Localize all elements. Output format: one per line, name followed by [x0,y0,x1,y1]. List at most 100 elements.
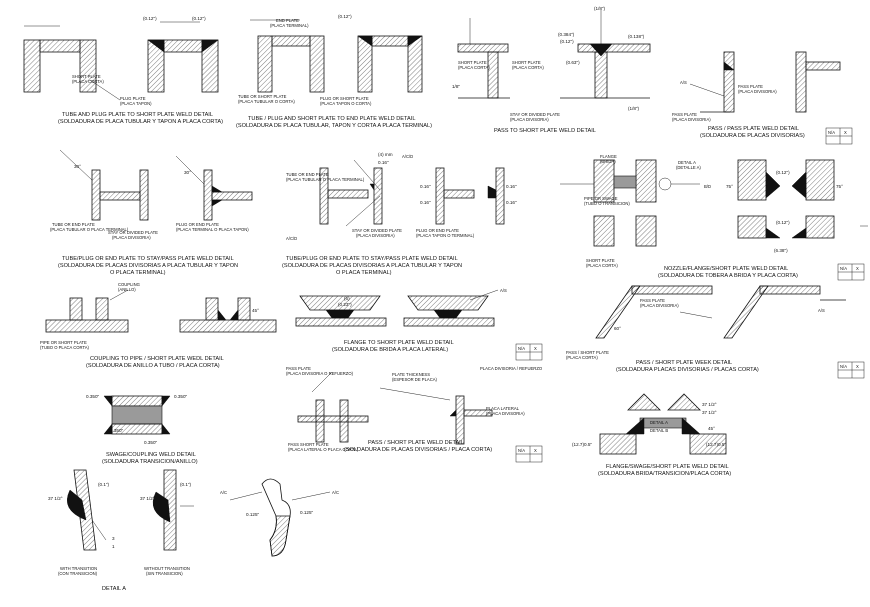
detail-pass-pass: A/S PASS PLATE (PLACA DIVISORIA) PASS PL… [672,51,841,139]
callout: A/S [680,80,687,85]
dim-label: (0.138") [628,34,645,39]
dim-label: (0.12") [776,220,790,225]
dim-label: 1/8" [452,84,460,89]
label: (PLACA DIVISORIA) [672,117,711,122]
label: PLACA DIVISORIA / REFUERZO [480,366,543,371]
dim-label: (6) [344,296,350,301]
detail-subtitle: O PLACA TERMINAL) [110,270,166,276]
label: PLUG OR END PLATE [416,228,459,233]
label: (PLACA DIVISORIA) [640,303,679,308]
label: (PLACA TUBULAR O CORTA) [238,99,295,104]
label: TUBE OR END PLATE [52,222,95,227]
callout: B/D [704,184,711,189]
detail-coupling: COUPLING (ANILLO) 45° PIPE OR SHORT PLAT… [40,282,277,369]
dim-label: 0.125" [246,512,259,517]
callout: A/C [332,490,339,495]
label: TUBE OR END PLATE [286,172,329,177]
detail-pass-short-weld: PASS PLATE (PLACA DIVISORIA O REFUERZO) … [286,366,543,453]
callout: A/C [220,490,227,495]
label: (PLACA LATERAL O PLACA CORTA) [288,447,359,452]
label: SHORT PLATE [458,60,487,65]
callout: A/C/D [286,236,297,241]
dim-label: 0.350" [174,394,187,399]
detail-tube-stay: (4) mm 0.16" 0.16" 0.16" 0.16" 0.16" A/C… [282,152,517,276]
detail-title: TUBE AND PLUG PLATE TO SHORT PLATE WELD … [62,112,213,118]
label: PIPE OR SWAGE [584,196,618,201]
dim-label: 0.16" [420,200,431,205]
detail-subtitle: (SOLDADURA DE PLACA TUBULAR Y TAPON A PL… [58,119,223,125]
detail-subtitle: (SOLDADURA BRIDA/TRANSICION/PLACA CORTA) [598,471,731,477]
label: (PLACA DIVISORIA O REFUERZO) [286,371,354,376]
detail-title: SWAGE/COUPLING WELD DETAIL [106,452,196,458]
detail-title: TUBE / PLUG AND SHORT PLATE TO END PLATE… [248,116,415,122]
label: (PLACA TAPON O TERMINAL) [416,233,475,238]
detail-tube-plug-short: (0.12") (0.12") SHORT PLATE (PLACA CORTA… [23,16,223,125]
revision-code: N/A [840,266,847,271]
label: PASS / SHORT PLATE [566,350,609,355]
detail-subtitle: (SOLDADURA PLACAS DIVISORIAS / PLACAS CO… [616,367,759,373]
revision-code: N/A [840,364,847,369]
label: (ESPESOR DE PLACA) [392,377,438,382]
label: (SIN TRANSICION) [146,571,183,576]
dim-label: 0.16" [378,160,389,165]
label: PLUG OR SHORT PLATE [320,96,369,101]
label: (PLACA CORTA) [72,79,104,84]
label: SHORT PLATE [72,74,101,79]
label: (PLACA CORTA) [458,65,490,70]
detail-title: TUBE/PLUG OR END PLATE TO STAY/PASS PLAT… [62,256,234,262]
dim-label: (1/8") [594,6,606,11]
dim-label: (12.7)0.5" [572,442,592,447]
label: SHORT PLATE [586,258,615,263]
detail-title: DETAIL A [102,586,126,592]
angle-label: 30° [184,170,191,175]
revision-tag: N/A X [515,445,543,463]
label: (PLACA CORTA) [512,65,544,70]
revision-tag: N/A X [515,343,543,361]
callout: A/S [500,288,507,293]
label: TUBE OR SHORT PLATE [238,94,287,99]
angle-label: 30° [74,164,81,169]
detail-subtitle: (SOLDADURA DE ANILLO A TUBO / PLACA CORT… [86,363,220,369]
detail-title: PASS / SHORT PLATE WEEK DETAIL [636,360,732,366]
dim-label: 0.350" [144,440,157,445]
label: WITHOUT TRANSITION [144,566,190,571]
label: STAY OR DIVIDED PLATE [108,230,158,235]
label: STAY OR DIVIDED PLATE [510,112,560,117]
dim-label: (1/8") [628,106,640,111]
angle-label: 45° [708,426,715,431]
detail-subtitle: (SOLDADURA DE PLACAS DIVISORIAS) [700,133,805,139]
dim-label: (0.12") [192,16,206,21]
callout: A/C/D [402,154,413,159]
angle-label: 75° [726,184,733,189]
revision-code: N/A [518,448,525,453]
label: COUPLING [118,282,140,287]
revision-tag: N/A X [837,263,865,281]
callout: A/S [818,308,825,313]
dim-label: 0.16" [506,184,517,189]
detail-flange-swage: DETAIL A DETAIL B 37 1/2° 37 1/2° 45° (1… [572,393,731,477]
label: (PLACA DIVISORIA) [486,411,525,416]
label: (PLACA TAPON) [120,101,152,106]
revision-tag: N/A X [837,361,865,379]
revision-mark: X [534,346,537,351]
label: DETAIL A [650,420,668,425]
revision-code: N/A [828,130,835,135]
angle-label: 37 1/2° [702,410,717,415]
angle-label: 45° [252,308,259,313]
label: (PLACA DIVISORIA) [738,89,777,94]
detail-nozzle: FLANGE (BRIDA) DETAIL A (DETALLE A) PIPE… [560,154,843,279]
detail-pass-short-week: PASS PLATE (PLACA DIVISORIA) 60° A/S PAS… [566,285,846,373]
label: (PLACA DIVISORIA) [356,233,395,238]
label: FLANGE [600,154,617,159]
dim-label: (0.12") [143,16,157,21]
detail-title: TUBE/PLUG OR END PLATE TO STAY/PASS PLAT… [286,256,458,262]
revision-mark: X [856,364,859,369]
dim-label: (4) mm [378,152,393,157]
angle-label: 60° [614,326,621,331]
detail-title: PASS / PASS PLATE WELD DETAIL [708,126,799,132]
label: END PLATE [276,18,299,23]
dim-label: 1 [112,544,115,549]
dim-label: 0.350" [110,428,123,433]
detail-subtitle: O PLACA TERMINAL) [336,270,392,276]
label: PLATE THICKNESS [392,372,430,377]
